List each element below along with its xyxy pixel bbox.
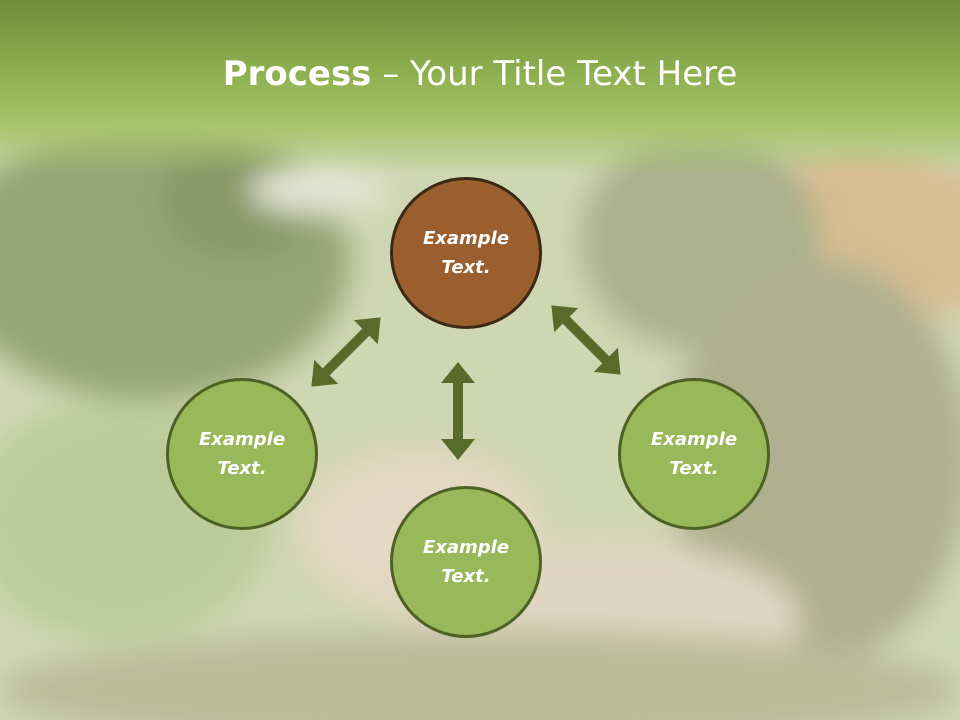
node-label: Example Text.: [650, 429, 738, 479]
arrow-top-bottom: [441, 362, 475, 460]
arrow-top-left: [311, 317, 381, 387]
title-rest: – Your Title Text Here: [371, 54, 738, 94]
process-node-bottom: Example Text.: [390, 486, 542, 638]
process-node-right: Example Text.: [618, 378, 770, 530]
process-node-top: Example Text.: [390, 177, 542, 329]
process-node-left: Example Text.: [166, 378, 318, 530]
title-bold: Process: [222, 54, 372, 94]
node-label: Example Text.: [198, 429, 286, 479]
arrow-top-right: [551, 305, 621, 375]
node-label: Example Text.: [422, 537, 510, 587]
slide-title: Process – Your Title Text Here: [0, 52, 960, 96]
node-label: Example Text.: [422, 228, 510, 278]
